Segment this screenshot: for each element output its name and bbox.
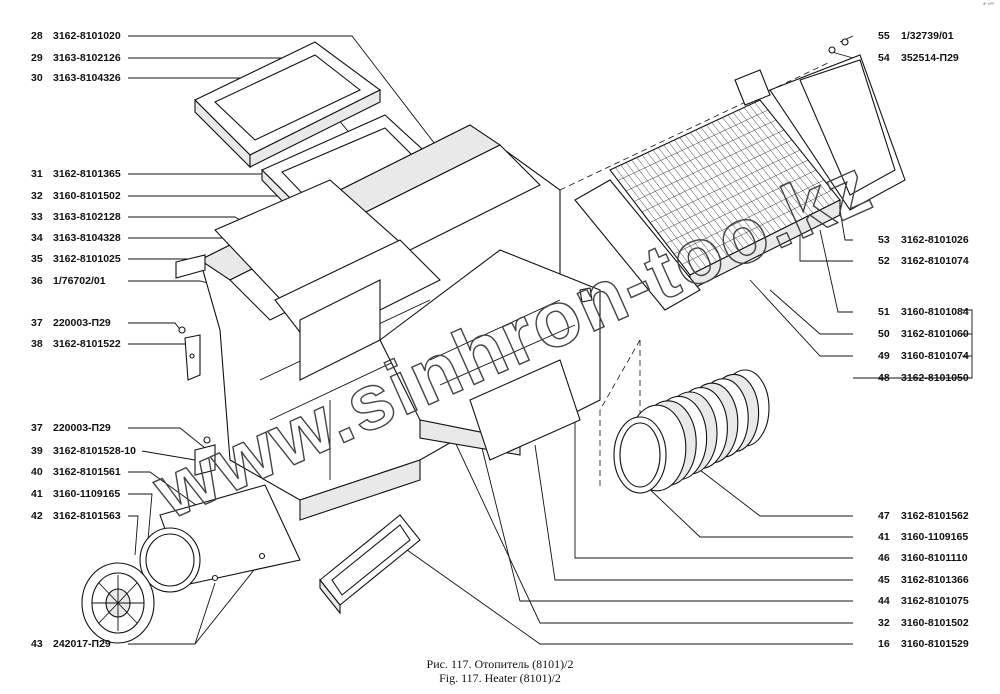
filter-16: [319, 514, 421, 615]
left-callout-number: 34: [31, 232, 43, 244]
right-callout-number: 54: [878, 52, 890, 64]
caption-russian: Рис. 117. Отопитель (8101)/2: [426, 657, 574, 671]
caption-english: Fig. 117. Heater (8101)/2: [439, 671, 561, 685]
left-callout-code: 3162-8101522: [53, 338, 121, 350]
right-callout-code: 3162-8101074: [901, 255, 969, 267]
watermark-text: www.sinhron-too.kz: [140, 140, 884, 536]
radiator-tube: [665, 169, 817, 244]
radiator-tube: [673, 179, 825, 255]
right-callout-code: 3160-1109165: [901, 531, 969, 543]
right-callout-number: 49: [878, 350, 890, 362]
right-callout-code: 3162-8101060: [901, 328, 969, 340]
radiator-core: [574, 54, 906, 311]
duct-40: [81, 484, 301, 644]
right-callout-number: 32: [878, 617, 890, 629]
left-callout-number: 41: [31, 488, 43, 500]
left-callout-number: 35: [31, 253, 43, 265]
left-callout-number: 30: [31, 72, 43, 84]
left-callout-code: 3160-8101502: [53, 190, 121, 202]
right-callout-number: 45: [878, 574, 890, 586]
left-callout-number: 42: [31, 510, 43, 522]
left-callout-number: 29: [31, 52, 43, 64]
left-callout-number: 28: [31, 30, 43, 42]
duct-47: [613, 369, 770, 494]
right-callout-code: 3160-8101110: [901, 552, 968, 564]
radiator-tube: [649, 149, 801, 223]
left-callout-code: 3162-8101561: [53, 466, 121, 478]
right-callout-number: 41: [878, 531, 890, 543]
right-callout-code: 3160-8101502: [901, 617, 969, 629]
assembly-dashes: [559, 61, 831, 490]
radiator-tube: [625, 119, 777, 192]
right-callout-number: 55: [878, 30, 890, 42]
right-callout-number: 51: [878, 306, 890, 318]
left-callout-code: 3162-8101563: [53, 510, 121, 522]
left-callout-number: 33: [31, 211, 43, 223]
gasket-29: [194, 41, 382, 169]
right-callout-number: 53: [878, 234, 890, 246]
left-callout-number: 31: [31, 168, 43, 180]
right-callout-code: 3160-8101074: [901, 350, 969, 362]
right-callout-code: 3160-8101529: [901, 638, 969, 650]
right-callout-number: 47: [878, 510, 890, 522]
left-callout-code: 3163-8104328: [53, 232, 121, 244]
left-callout-code: 242017-П29: [53, 638, 111, 650]
left-callout-number: 37: [31, 422, 43, 434]
left-callout-code: 220003-П29: [53, 317, 111, 329]
radiator-tube: [657, 159, 809, 234]
left-callout-code: 220003-П29: [53, 422, 111, 434]
right-callout-code: 3162-8101075: [901, 595, 969, 607]
corner-note: ⁿᴾ ⁸⁰⁰: [982, 2, 994, 8]
left-callout-number: 38: [31, 338, 43, 350]
radiator-tube: [633, 129, 785, 202]
right-callout-number: 50: [878, 328, 890, 340]
left-callout-number: 40: [31, 466, 43, 478]
right-callout-number: 52: [878, 255, 890, 267]
radiator-tube: [681, 189, 833, 265]
left-callout-number: 37: [31, 317, 43, 329]
right-callout-code: 3162-8101050: [901, 372, 969, 384]
radiator-tube: [641, 139, 793, 213]
right-callout-code: 352514-П29: [901, 52, 959, 64]
right-callout-number: 44: [878, 595, 890, 607]
left-callout-code: 3162-8101528-10: [53, 445, 136, 457]
flap-box: [379, 249, 601, 461]
left-callout-number: 43: [31, 638, 43, 650]
right-callout-code: 3160-8101084: [901, 306, 969, 318]
right-callout-number: 46: [878, 552, 890, 564]
small-parts: [175, 38, 849, 582]
left-callout-code: 3163-8102128: [53, 211, 121, 223]
left-callout-code: 3160-1109165: [53, 488, 121, 500]
left-callout-code: 3162-8101365: [53, 168, 121, 180]
right-callout-number: 16: [878, 638, 890, 650]
left-callout-code: 3163-8102126: [53, 52, 121, 64]
left-callout-code: 1/76702/01: [53, 275, 106, 287]
right-callout-number: 48: [878, 372, 890, 384]
radiator-tube: [617, 109, 769, 181]
left-callout-code: 3162-8101025: [53, 253, 121, 265]
left-callout-number: 36: [31, 275, 43, 287]
left-callout-number: 32: [31, 190, 43, 202]
left-callout-code: 3163-8104326: [53, 72, 121, 84]
left-callout-code: 3162-8101020: [53, 30, 121, 42]
right-callout-code: 3162-8101026: [901, 234, 969, 246]
left-callout-number: 39: [31, 445, 43, 457]
right-callout-code: 3162-8101562: [901, 510, 969, 522]
right-callout-code: 3162-8101366: [901, 574, 969, 586]
right-callout-code: 1/32739/01: [901, 30, 954, 42]
